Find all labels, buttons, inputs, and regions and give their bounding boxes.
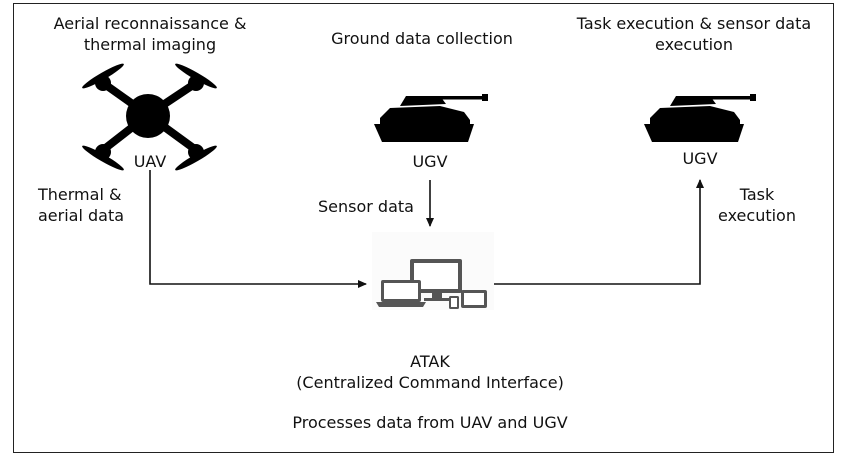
uav-label: UAV [133,152,167,171]
diagram-frame [13,3,834,453]
ugv-edge-label: Sensor data [318,197,414,216]
uav-caption: Aerial reconnaissance & thermal imaging [53,14,247,54]
atak-to-ugv-arrow [494,179,704,285]
uav-edge-label: Thermal & aerial data [38,185,125,225]
ugv-exec-label: UGV [682,149,718,168]
atak-description: Processes data from UAV and UGV [292,413,568,432]
tank-icon [644,94,756,142]
atak-label: ATAK (Centralized Command Interface) [296,352,564,392]
ugv-exec-caption: Task execution & sensor data execution [576,14,812,54]
tank-icon [374,94,488,142]
ugv-collect-label: UGV [412,152,448,171]
drone-icon [82,63,217,171]
uav-to-atak-arrow [149,170,367,288]
devices-icon [372,232,494,310]
ugv-collect-caption: Ground data collection [331,29,513,48]
atak-edge-label: Task execution [718,185,796,225]
